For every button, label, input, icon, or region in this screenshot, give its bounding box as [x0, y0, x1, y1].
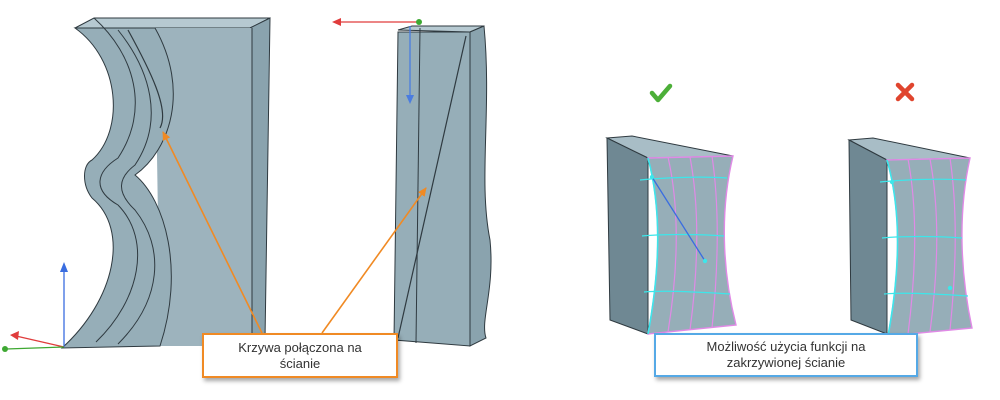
axis-triad-left [2, 262, 68, 352]
model-not-allowed-curved-face [847, 137, 973, 337]
model-curved-face-block [60, 17, 271, 349]
callout-curve-on-face-text: Krzywa połączona na ścianie [238, 339, 362, 371]
callout-curve-on-face: Krzywa połączona na ścianie [202, 333, 398, 378]
model-thin-slab [393, 25, 492, 347]
callout-pointer-arrows [162, 131, 427, 334]
axis-triad-right [332, 18, 422, 104]
callout-curved-face-usage: Możliwość użycia funkcji na zakrzywionej… [654, 333, 918, 377]
model-allowed-curved-face [605, 135, 737, 335]
cross-icon [895, 82, 915, 102]
check-icon [649, 83, 673, 103]
callout-curved-face-usage-text: Możliwość użycia funkcji na zakrzywionej… [706, 339, 866, 370]
